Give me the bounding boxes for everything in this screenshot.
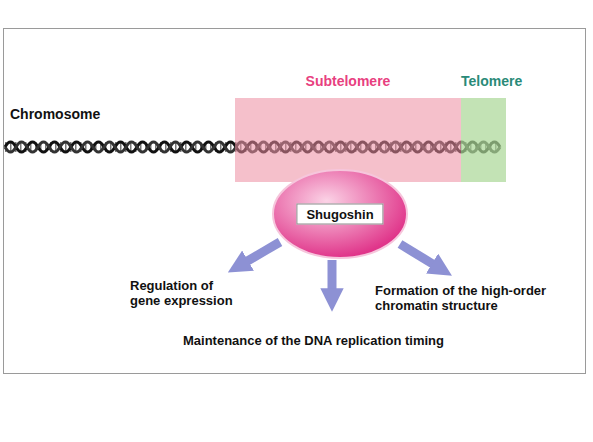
- effect-label: Regulation of gene expression: [130, 278, 245, 308]
- effect-arrow: [244, 242, 280, 263]
- telomere-band: Telomere: [461, 98, 506, 182]
- band-heading: Subtelomere: [235, 73, 461, 89]
- band-heading: Telomere: [461, 73, 506, 89]
- node-label: Shugoshin: [296, 204, 383, 225]
- protein-ellipse: Shugoshin: [271, 168, 409, 260]
- effect-arrow: [328, 260, 337, 293]
- effect-label: Maintenance of the DNA replication timin…: [183, 333, 513, 348]
- effect-label: Formation of the high-order chromatin st…: [375, 283, 580, 313]
- effect-arrow: [400, 244, 436, 266]
- chromosome-label: Chromosome: [10, 107, 130, 122]
